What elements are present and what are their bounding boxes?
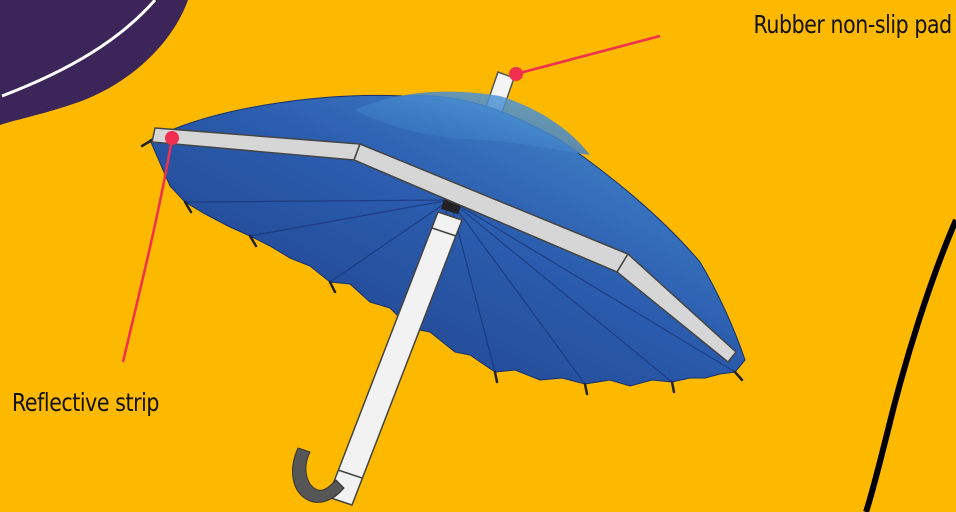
label-rubber-pad: Rubber non-slip pad [754,10,952,39]
callout-dot-strip [165,131,179,145]
label-reflective-strip: Reflective strip [12,388,159,417]
callout-dot-pad [509,67,523,81]
